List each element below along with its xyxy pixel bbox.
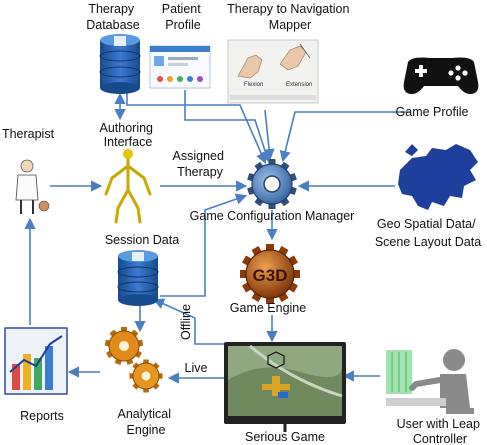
therapy-database-icon [99,34,141,94]
therapy-mapper-photo: Flexion Extension [227,39,319,104]
connector-arrows [24,90,410,384]
assigned-therapy-label: Assigned Therapy [173,149,228,179]
engine-logo-text: G3D [253,266,288,285]
config-gear-icon [247,159,297,209]
arrow-patient-config [184,90,271,163]
gear-tooth [266,296,274,304]
therapist-label: Therapist [2,127,55,141]
mapper-caption-left: Flexion [244,82,263,88]
game-engine-label: Game Engine [230,301,306,315]
authoring-interface-label: Authoring Interface [100,121,157,149]
live-label: Live [185,361,208,375]
gear-tooth [268,159,276,166]
config-manager-label: Game Configuration Manager [190,209,355,223]
user-leap-icon [386,349,474,414]
session-database-icon [117,250,159,306]
europe-map-icon [398,144,478,210]
analytics-gears-icon [104,327,163,393]
arrow-session-config [160,193,248,297]
geo-spatial-label: Geo Spatial Data/ Scene Layout Data [375,217,481,249]
arrow-game-session-offline [152,298,230,345]
reports-chart-icon [4,327,68,395]
session-data-label: Session Data [105,233,179,247]
serious-game-label: Serious Game [245,430,325,444]
gear-tooth [266,244,274,252]
gear-tooth [143,387,149,393]
gear-tooth [143,359,149,365]
gear-tooth [268,202,276,209]
mapper-caption-right: Extension [286,82,312,88]
arrow-gameprofile-config [279,111,410,163]
patient-profile-label: Patient Profile [162,2,204,32]
arrow-mapper-config [263,109,275,161]
gamepad-icon [403,57,479,94]
therapy-database-label: Therapy Database [86,2,140,32]
serious-game-monitor [224,342,346,432]
arrow-db-config [126,90,267,165]
gear-tooth [121,327,127,333]
analytical-engine-label: Analytical Engine [118,407,175,437]
user-leap-label: User with Leap Controller [397,417,484,445]
game-profile-label: Game Profile [396,105,469,119]
reports-label: Reports [20,409,64,423]
patient-profile-screen [149,45,211,89]
skeleton-icon [104,149,152,224]
offline-label: Offline [179,304,193,340]
therapy-mapper-label: Therapy to Navigation Mapper [227,2,353,32]
therapist-icon [15,159,50,214]
game-engine-icon: G3D [240,244,300,304]
